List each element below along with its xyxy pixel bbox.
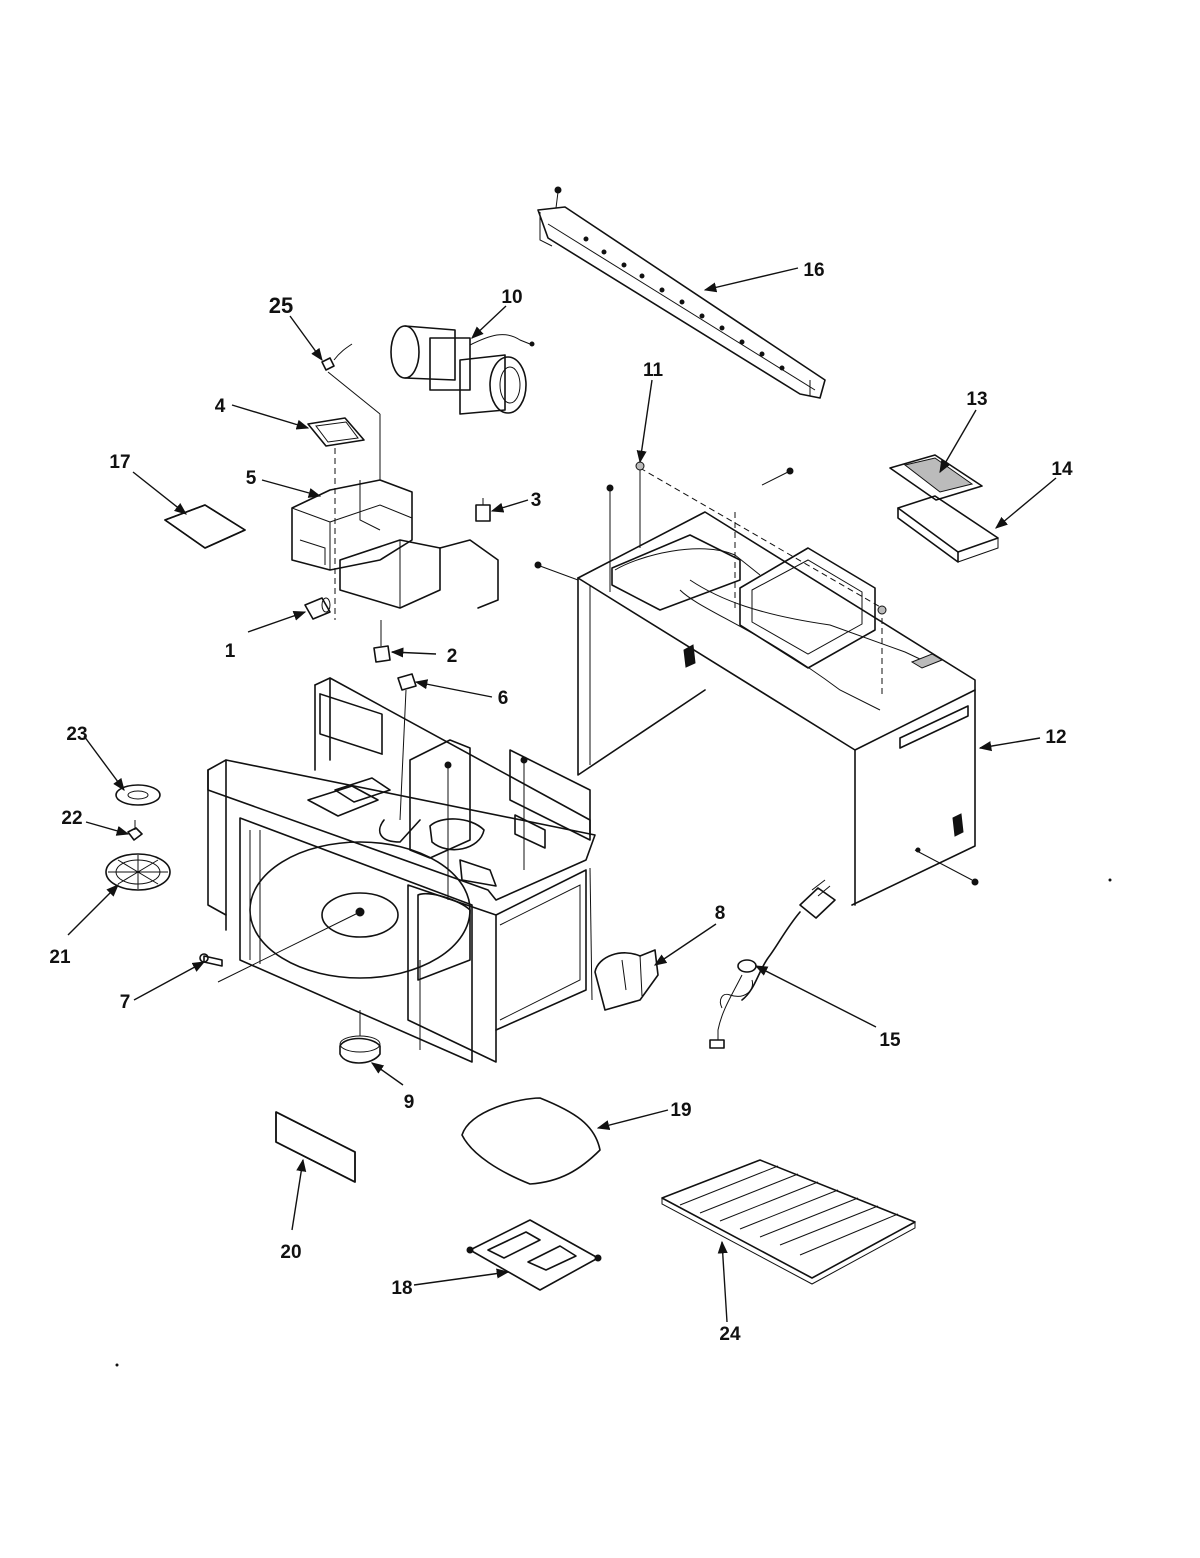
callout-15: 15 [879,1030,901,1051]
part-14-light-tray [897,495,999,563]
part-4-cover [307,417,365,620]
part-10-blower-motor [390,325,535,415]
callout-13: 13 [966,389,987,410]
part-21-stirrer [105,853,171,891]
part-20-vent-grille [275,1111,356,1183]
callout-10: 10 [501,287,522,308]
callout-17: 17 [109,452,130,473]
part-16-top-bracket [537,186,826,399]
leader-lines [67,267,1057,1323]
part-5-air-duct [291,479,499,609]
part-3-switch [475,498,491,522]
part-7-bolt [199,911,361,983]
callout-8: 8 [715,903,726,924]
callout-4: 4 [215,396,226,417]
part-19-tray [461,1097,601,1185]
callout-5: 5 [246,468,257,489]
callout-9: 9 [404,1092,415,1113]
part-2-connector [373,620,391,663]
callout-23: 23 [66,724,87,745]
callout-20: 20 [280,1242,301,1263]
part-15-power-cord [709,879,836,1049]
part-1-fuse [304,597,331,620]
callout-1: 1 [225,641,236,662]
callout-6: 6 [498,688,509,709]
callout-labels: 1 2 3 4 5 6 7 8 9 10 11 12 13 14 15 16 1… [49,260,1073,1345]
callout-19: 19 [670,1100,691,1121]
callout-22: 22 [61,808,82,829]
callout-25: 25 [269,293,293,318]
callout-24: 24 [719,1324,741,1345]
callout-14: 14 [1051,459,1073,480]
callout-11: 11 [643,360,664,381]
callout-16: 16 [803,260,824,281]
part-18-roller-guide [466,1219,602,1291]
part-17-grease-filter [164,504,246,549]
part-13-lens [889,454,983,501]
part-25-clip [321,343,381,480]
part-8-duct [594,949,659,1011]
part-22-nut [127,820,143,841]
part-24-wire-rack [661,1159,916,1285]
callout-21: 21 [49,947,71,968]
part-23-clip-ring [115,784,161,806]
callout-7: 7 [120,992,131,1013]
callout-2: 2 [447,646,458,667]
callout-18: 18 [391,1278,412,1299]
part-cavity-chassis [207,677,596,1063]
callout-12: 12 [1045,727,1066,748]
part-12-outer-cabinet [534,461,979,906]
part-9-turntable-motor [339,1010,381,1064]
callout-3: 3 [531,490,542,511]
